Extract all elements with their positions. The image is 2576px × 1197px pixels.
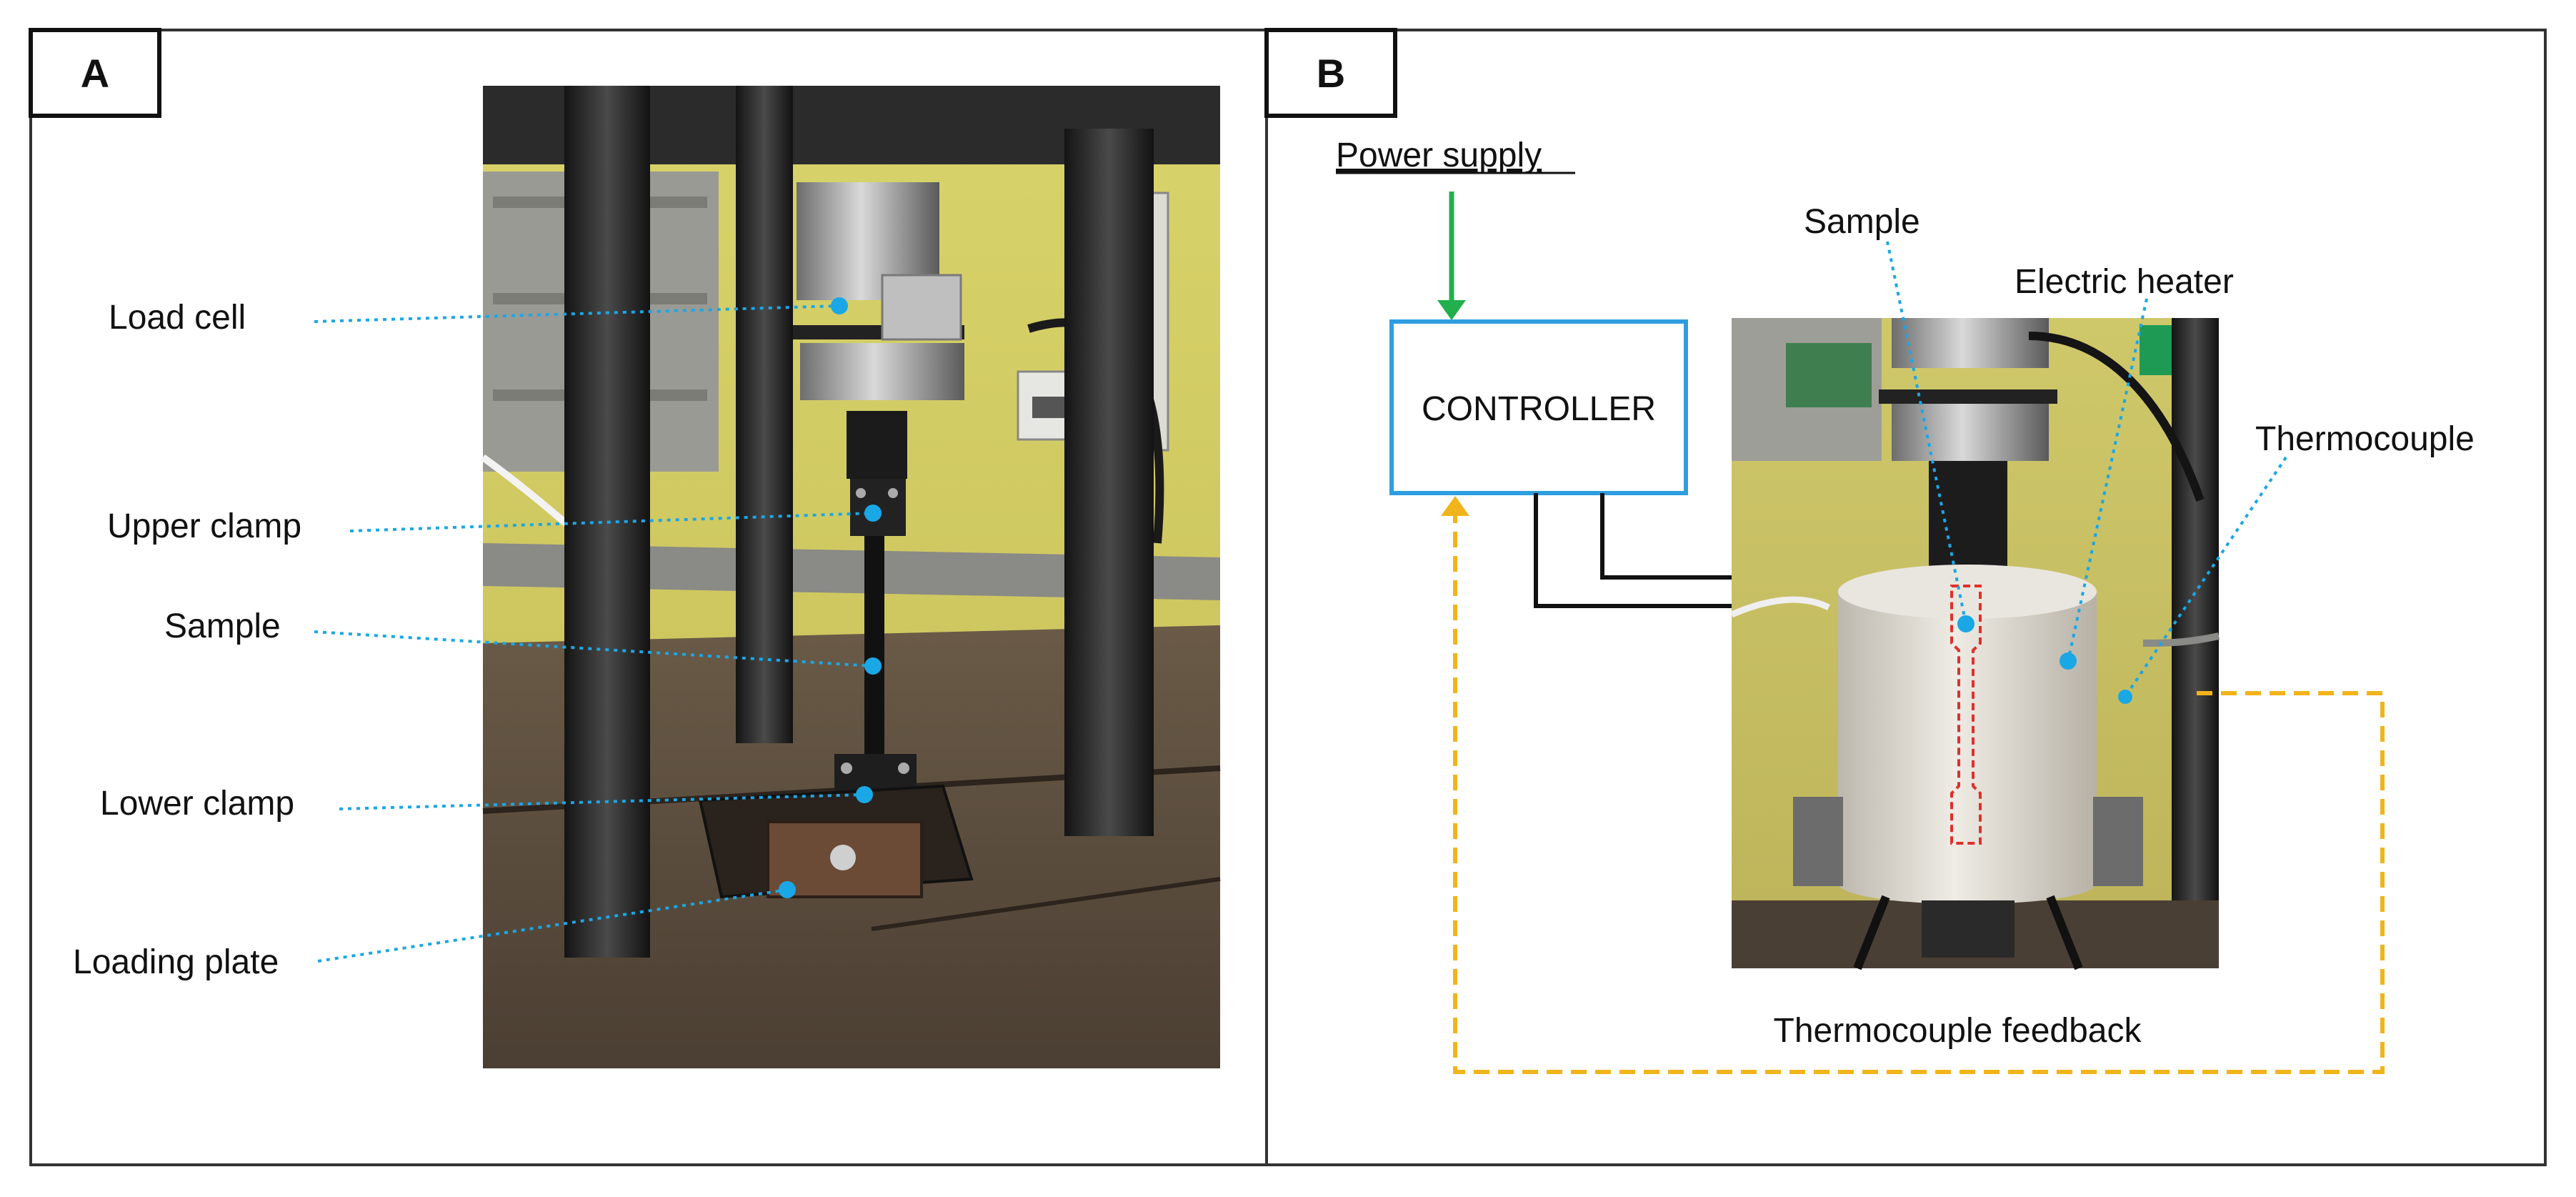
label-feedback: Thermocouple feedback (1774, 1012, 2142, 1050)
leader-sample-a (314, 630, 874, 667)
panel-b-frame (1265, 29, 2547, 1166)
label-sample-b: Sample (1804, 203, 1920, 241)
test-rig-photo (481, 86, 1221, 1068)
dot-load-cell (831, 297, 848, 314)
controller-box (1389, 319, 1688, 495)
power-supply-label: Power supply (1336, 136, 1542, 174)
dot-lower-clamp (856, 786, 873, 803)
label-lower-clamp: Lower clamp (100, 785, 294, 823)
dot-electric-heater (2060, 652, 2077, 670)
panel-b-badge (1264, 28, 1397, 118)
dot-sample-a (864, 657, 882, 675)
dot-upper-clamp (864, 505, 882, 522)
dot-loading-plate (779, 881, 796, 898)
leader-load-cell (314, 304, 840, 323)
sample-outline (1950, 585, 1982, 845)
panel-b-leaders (1886, 241, 2287, 704)
label-upper-clamp: Upper clamp (107, 507, 301, 545)
leader-electric-heater (2067, 298, 2148, 662)
label-load-cell: Load cell (109, 299, 246, 337)
leader-upper-clamp (349, 512, 874, 532)
feedback-loop (1453, 515, 2385, 1074)
dot-thermocouple (2118, 690, 2132, 704)
label-sample-a: Sample (164, 607, 281, 645)
panel-b: B Power supply CONTROLLER (1264, 28, 2547, 1166)
panel-b-badge-text: B (1317, 51, 1345, 96)
dot-sample-b (1957, 615, 1975, 632)
heater-photo (1730, 318, 2220, 970)
label-electric-heater: Electric heater (2015, 263, 2234, 301)
wire-1 (1534, 493, 1736, 608)
feedback-arrow-head (1441, 496, 1469, 516)
panel-a-badge (29, 28, 161, 118)
panel-a-badge-text: A (81, 51, 109, 96)
controller-label: CONTROLLER (1422, 390, 1656, 428)
label-loading-plate: Loading plate (73, 943, 279, 981)
panel-a: A (29, 28, 1268, 1166)
leader-thermocouple (2124, 456, 2287, 698)
wire-2 (1600, 493, 1736, 580)
power-arrow-head (1437, 300, 1466, 320)
leader-lower-clamp (339, 793, 865, 810)
label-thermocouple: Thermocouple (2255, 420, 2475, 458)
leader-loading-plate (317, 888, 788, 963)
panel-a-leaders (314, 297, 882, 963)
